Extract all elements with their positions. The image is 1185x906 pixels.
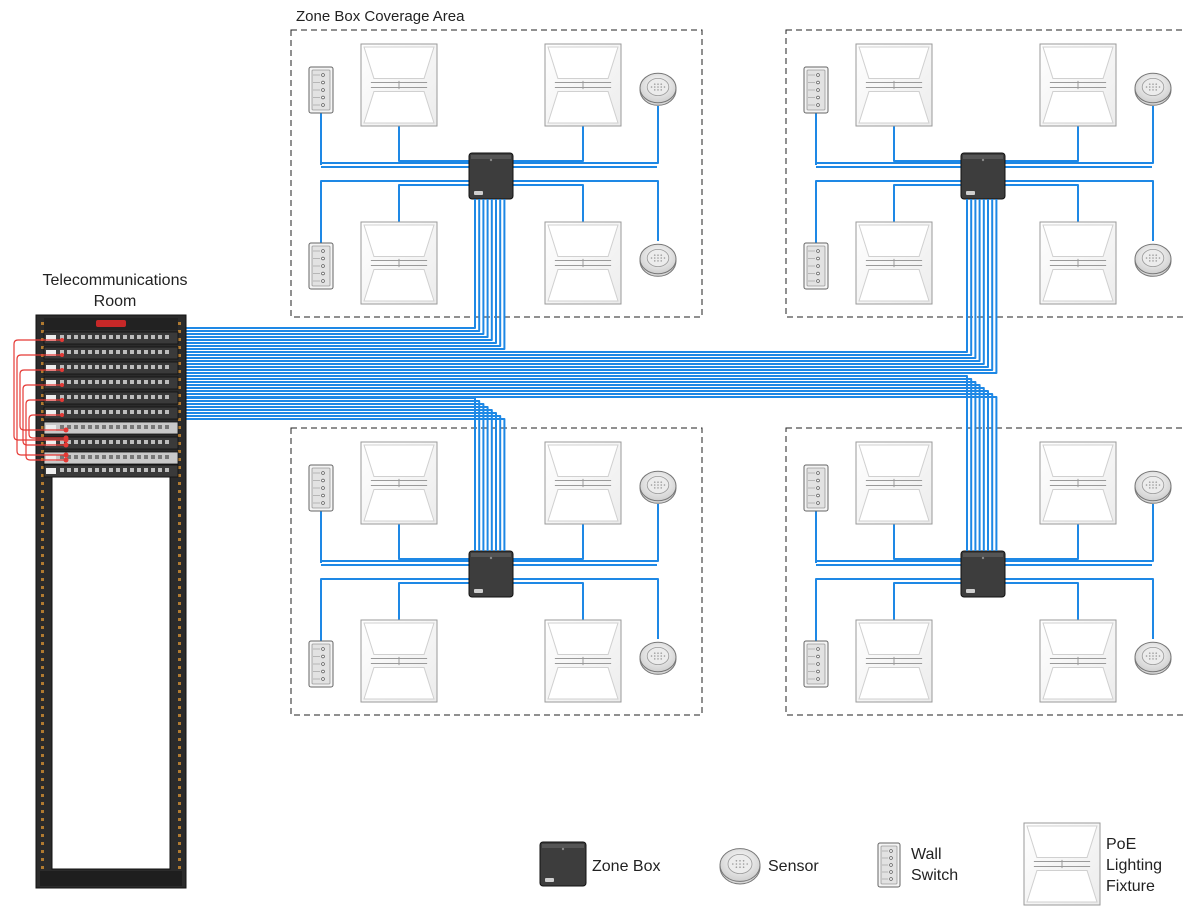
wall-switch-icon: [803, 242, 829, 290]
zone-box-coverage-area: [290, 427, 703, 716]
equipment-rack-icon: [13, 314, 187, 889]
legend-wall-switch: [877, 842, 901, 888]
patch-panel: [43, 406, 179, 420]
sensor-icon: [719, 848, 761, 885]
legend-zone-box: [539, 841, 587, 887]
legend-fixture-label: PoE Lighting Fixture: [1106, 836, 1163, 895]
trunk-bundle: [184, 397, 506, 551]
poe-lighting-fixture-icon: [544, 441, 622, 525]
wall-switch-icon: [803, 66, 829, 114]
zone-box-icon: [539, 841, 587, 887]
patch-panel: [43, 376, 179, 390]
poe-lighting-fixture-icon: [1039, 221, 1117, 305]
switch-panel: [43, 451, 179, 465]
zone-cabling: [815, 106, 1154, 243]
legend-sensor: [719, 848, 761, 885]
zone-cabling: [320, 504, 659, 641]
legend-sensor-label: Sensor: [768, 858, 819, 875]
legend: [539, 822, 1101, 906]
poe-lighting-fixture-icon: [855, 43, 933, 127]
poe-lighting-fixture-icon: [1039, 619, 1117, 703]
legend-zone-box-label: Zone Box: [592, 858, 661, 875]
trunk-bundle: [184, 375, 998, 551]
sensor-icon: [1134, 641, 1172, 675]
poe-lighting-fixture-icon: [1023, 822, 1101, 906]
wall-switch-icon: [308, 66, 334, 114]
sensor-icon: [639, 641, 677, 675]
zone-box-icon: [960, 550, 1006, 598]
wall-switch-icon: [803, 464, 829, 512]
patch-panel: [43, 346, 179, 360]
poe-lighting-fixture-icon: [544, 221, 622, 305]
poe-lighting-fixture-icon: [855, 221, 933, 305]
zone-box-icon: [960, 152, 1006, 200]
patch-panel: [43, 464, 179, 478]
poe-lighting-fixture-icon: [360, 221, 438, 305]
zone-cabling: [815, 504, 1154, 641]
patch-panel: [43, 391, 179, 405]
sensor-icon: [1134, 243, 1172, 277]
wall-switch-icon: [308, 464, 334, 512]
zone-box-coverage-area: [290, 29, 703, 318]
poe-lighting-fixture-icon: [855, 441, 933, 525]
patch-panel: [43, 436, 179, 450]
legend-fixture: [1023, 822, 1101, 906]
telecom-room-label: Telecommunications Room: [30, 270, 200, 312]
sensor-icon: [639, 470, 677, 504]
poe-lighting-fixture-icon: [544, 619, 622, 703]
sensor-icon: [1134, 470, 1172, 504]
room-label-line2: Room: [93, 293, 137, 310]
patch-panel: [43, 331, 179, 345]
patch-panel: [43, 361, 179, 375]
patch-cords: [13, 338, 69, 463]
wall-switch-icon: [877, 842, 901, 888]
zone-box-coverage-area: [785, 427, 1185, 716]
poe-lighting-fixture-icon: [360, 619, 438, 703]
sensor-icon: [639, 72, 677, 106]
zone-cabling: [320, 106, 659, 243]
room-label-line1: Telecommunications: [42, 272, 188, 289]
trunk-bundle: [184, 199, 506, 350]
poe-lighting-fixture-icon: [1039, 43, 1117, 127]
poe-lighting-fixture-icon: [360, 441, 438, 525]
poe-lighting-fixture-icon: [1039, 441, 1117, 525]
zone-box-icon: [468, 152, 514, 200]
trunk-bundle: [184, 199, 998, 374]
sensor-icon: [639, 243, 677, 277]
zone-boundary: [785, 427, 1185, 716]
zone-boundary: [785, 29, 1185, 318]
wall-switch-icon: [308, 640, 334, 688]
coverage-area-label: Zone Box Coverage Area: [296, 8, 465, 25]
wall-switch-icon: [803, 640, 829, 688]
equipment-rack: [13, 314, 187, 889]
sensor-icon: [1134, 72, 1172, 106]
zone-box-coverage-area: [785, 29, 1185, 318]
poe-lighting-fixture-icon: [360, 43, 438, 127]
poe-lighting-fixture-icon: [544, 43, 622, 127]
trunk-cable-layer: [184, 199, 998, 551]
wall-switch-icon: [308, 242, 334, 290]
zone-layer: [290, 29, 1185, 716]
poe-lighting-fixture-icon: [855, 619, 933, 703]
zone-box-icon: [468, 550, 514, 598]
switch-panel: [43, 421, 179, 435]
legend-wall-switch-label: Wall Switch: [911, 846, 959, 884]
